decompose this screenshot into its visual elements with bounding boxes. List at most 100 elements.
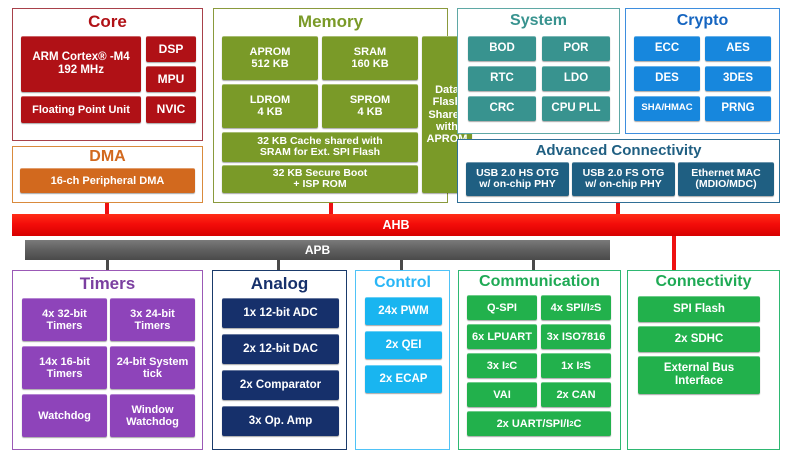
block-arm-cortex-m4[interactable]: ARM Cortex® -M4 192 MHz [21, 35, 141, 92]
panel-control: Control 24x PWM 2x QEI 2x ECAP [355, 270, 450, 450]
panel-crypto: Crypto ECC AES DES 3DES SHA/HMAC PRNG [625, 8, 780, 134]
block-32bit-timers[interactable]: 4x 32-bit Timers [22, 297, 107, 341]
block-sprom[interactable]: SPROM 4 KB [322, 83, 418, 128]
cortex-label-line1: ARM Cortex® -M4 [32, 51, 130, 64]
block-16bit-timers[interactable]: 14x 16-bit Timers [22, 345, 107, 389]
sram-line2: 160 KB [351, 58, 389, 71]
block-ecc[interactable]: ECC [634, 35, 700, 61]
usb-hs-line2: w/ on-chip PHY [479, 178, 556, 191]
panel-title-connectivity: Connectivity [655, 273, 752, 290]
core-block-grid: ARM Cortex® -M4 192 MHz DSP MPU Floating… [13, 34, 202, 134]
block-mpu[interactable]: MPU [146, 65, 196, 92]
block-secure-boot[interactable]: 32 KB Secure Boot + ISP ROM [222, 164, 418, 193]
block-can[interactable]: 2x CAN [541, 381, 611, 407]
block-floating-point-unit[interactable]: Floating Point Unit [21, 95, 141, 123]
memory-block-grid: APROM 512 KB SRAM 160 KB LDROM 4 KB SPRO… [214, 34, 472, 194]
panel-title-control: Control [374, 274, 431, 291]
block-des[interactable]: DES [634, 65, 700, 91]
panel-core: Core ARM Cortex® -M4 192 MHz DSP MPU Flo… [12, 8, 203, 141]
panel-title-communication: Communication [479, 273, 600, 290]
ebi-line2: Interface [675, 375, 723, 388]
block-ecap[interactable]: 2x ECAP [365, 364, 442, 393]
block-comparator[interactable]: 2x Comparator [222, 369, 339, 400]
block-dac[interactable]: 2x 12-bit DAC [222, 333, 339, 364]
t16-line1: 14x 16-bit [39, 355, 90, 368]
connector-apb-to-communication [532, 260, 535, 270]
aprom-line1: APROM [249, 46, 291, 59]
block-adc[interactable]: 1x 12-bit ADC [222, 297, 339, 328]
connector-apb-to-control [400, 260, 403, 270]
usb-fs-line2: w/ on-chip PHY [585, 178, 662, 191]
block-system-tick[interactable]: 24-bit System tick [110, 345, 195, 389]
block-cpu-pll[interactable]: CPU PLL [542, 95, 610, 121]
bus-apb-label: APB [304, 243, 331, 257]
block-rtc[interactable]: RTC [468, 65, 536, 91]
connector-apb-to-analog [277, 260, 280, 270]
block-watchdog[interactable]: Watchdog [22, 393, 107, 437]
block-sha-hmac[interactable]: SHA/HMAC [634, 95, 700, 121]
block-pwm[interactable]: 24x PWM [365, 296, 442, 325]
block-sram[interactable]: SRAM 160 KB [322, 35, 418, 80]
panel-analog: Analog 1x 12-bit ADC 2x 12-bit DAC 2x Co… [212, 270, 347, 450]
block-sdhc[interactable]: 2x SDHC [638, 325, 760, 352]
block-crc[interactable]: CRC [468, 95, 536, 121]
block-por[interactable]: POR [542, 35, 610, 61]
block-prng[interactable]: PRNG [705, 95, 771, 121]
block-aes[interactable]: AES [705, 35, 771, 61]
block-external-bus-interface[interactable]: External Bus Interface [638, 355, 760, 394]
advanced-connectivity-block-grid: USB 2.0 HS OTG w/ on-chip PHY USB 2.0 FS… [458, 161, 779, 196]
block-spi-flash[interactable]: SPI Flash [638, 295, 760, 322]
t32-line1: 4x 32-bit [42, 307, 87, 320]
cache-line2: SRAM for Ext. SPI Flash [259, 146, 381, 159]
block-ldo[interactable]: LDO [542, 65, 610, 91]
connector-apb-to-timers [106, 260, 109, 270]
block-aprom[interactable]: APROM 512 KB [222, 35, 318, 80]
block-qspi[interactable]: Q-SPI [467, 294, 537, 320]
panel-title-crypto: Crypto [676, 12, 729, 29]
systick-line1: 24-bit System [116, 355, 189, 368]
block-peripheral-dma[interactable]: 16-ch Peripheral DMA [20, 167, 195, 193]
block-3des[interactable]: 3DES [705, 65, 771, 91]
cache-line1: 32 KB Cache shared with [257, 134, 383, 147]
block-dsp[interactable]: DSP [146, 35, 196, 62]
panel-title-advanced-connectivity: Advanced Connectivity [535, 142, 702, 159]
block-ethernet-mac[interactable]: Ethernet MAC (MDIO/MDC) [678, 161, 774, 196]
sram-line1: SRAM [353, 46, 387, 59]
ldrom-line1: LDROM [249, 94, 291, 107]
panel-dma: DMA 16-ch Peripheral DMA [12, 146, 203, 203]
block-op-amp[interactable]: 3x Op. Amp [222, 405, 339, 436]
system-block-grid: BOD POR RTC LDO CRC CPU PLL [458, 34, 619, 128]
block-iso7816[interactable]: 3x ISO7816 [541, 323, 611, 349]
bus-apb: APB [25, 240, 610, 260]
connector-dma-to-ahb [105, 203, 109, 215]
analog-block-grid: 1x 12-bit ADC 2x 12-bit DAC 2x Comparato… [213, 296, 346, 444]
block-usb-fs-otg[interactable]: USB 2.0 FS OTG w/ on-chip PHY [572, 161, 675, 196]
block-window-watchdog[interactable]: Window Watchdog [110, 393, 195, 437]
cortex-label-line2: 192 MHz [57, 64, 104, 77]
block-usb-hs-otg[interactable]: USB 2.0 HS OTG w/ on-chip PHY [466, 161, 569, 196]
aprom-line2: 512 KB [251, 58, 289, 71]
bus-ahb-label: AHB [382, 218, 410, 232]
block-24bit-timers[interactable]: 3x 24-bit Timers [110, 297, 195, 341]
boot-line2: + ISP ROM [293, 178, 347, 191]
block-bod[interactable]: BOD [468, 35, 536, 61]
connector-advconn-to-ahb [616, 203, 620, 215]
emac-line2: (MDIO/MDC) [695, 178, 757, 191]
block-ldrom[interactable]: LDROM 4 KB [222, 83, 318, 128]
block-lpuart[interactable]: 6x LPUART [467, 323, 537, 349]
dataflash-line4: with [435, 121, 458, 133]
t32-line2: Timers [46, 319, 83, 332]
block-cache[interactable]: 32 KB Cache shared with SRAM for Ext. SP… [222, 131, 418, 162]
panel-title-memory: Memory [297, 12, 364, 31]
block-nvic[interactable]: NVIC [146, 95, 196, 123]
block-vai[interactable]: VAI [467, 381, 537, 407]
systick-line2: tick [143, 367, 162, 380]
block-qei[interactable]: 2x QEI [365, 330, 442, 359]
emac-line1: Ethernet MAC [691, 166, 761, 179]
